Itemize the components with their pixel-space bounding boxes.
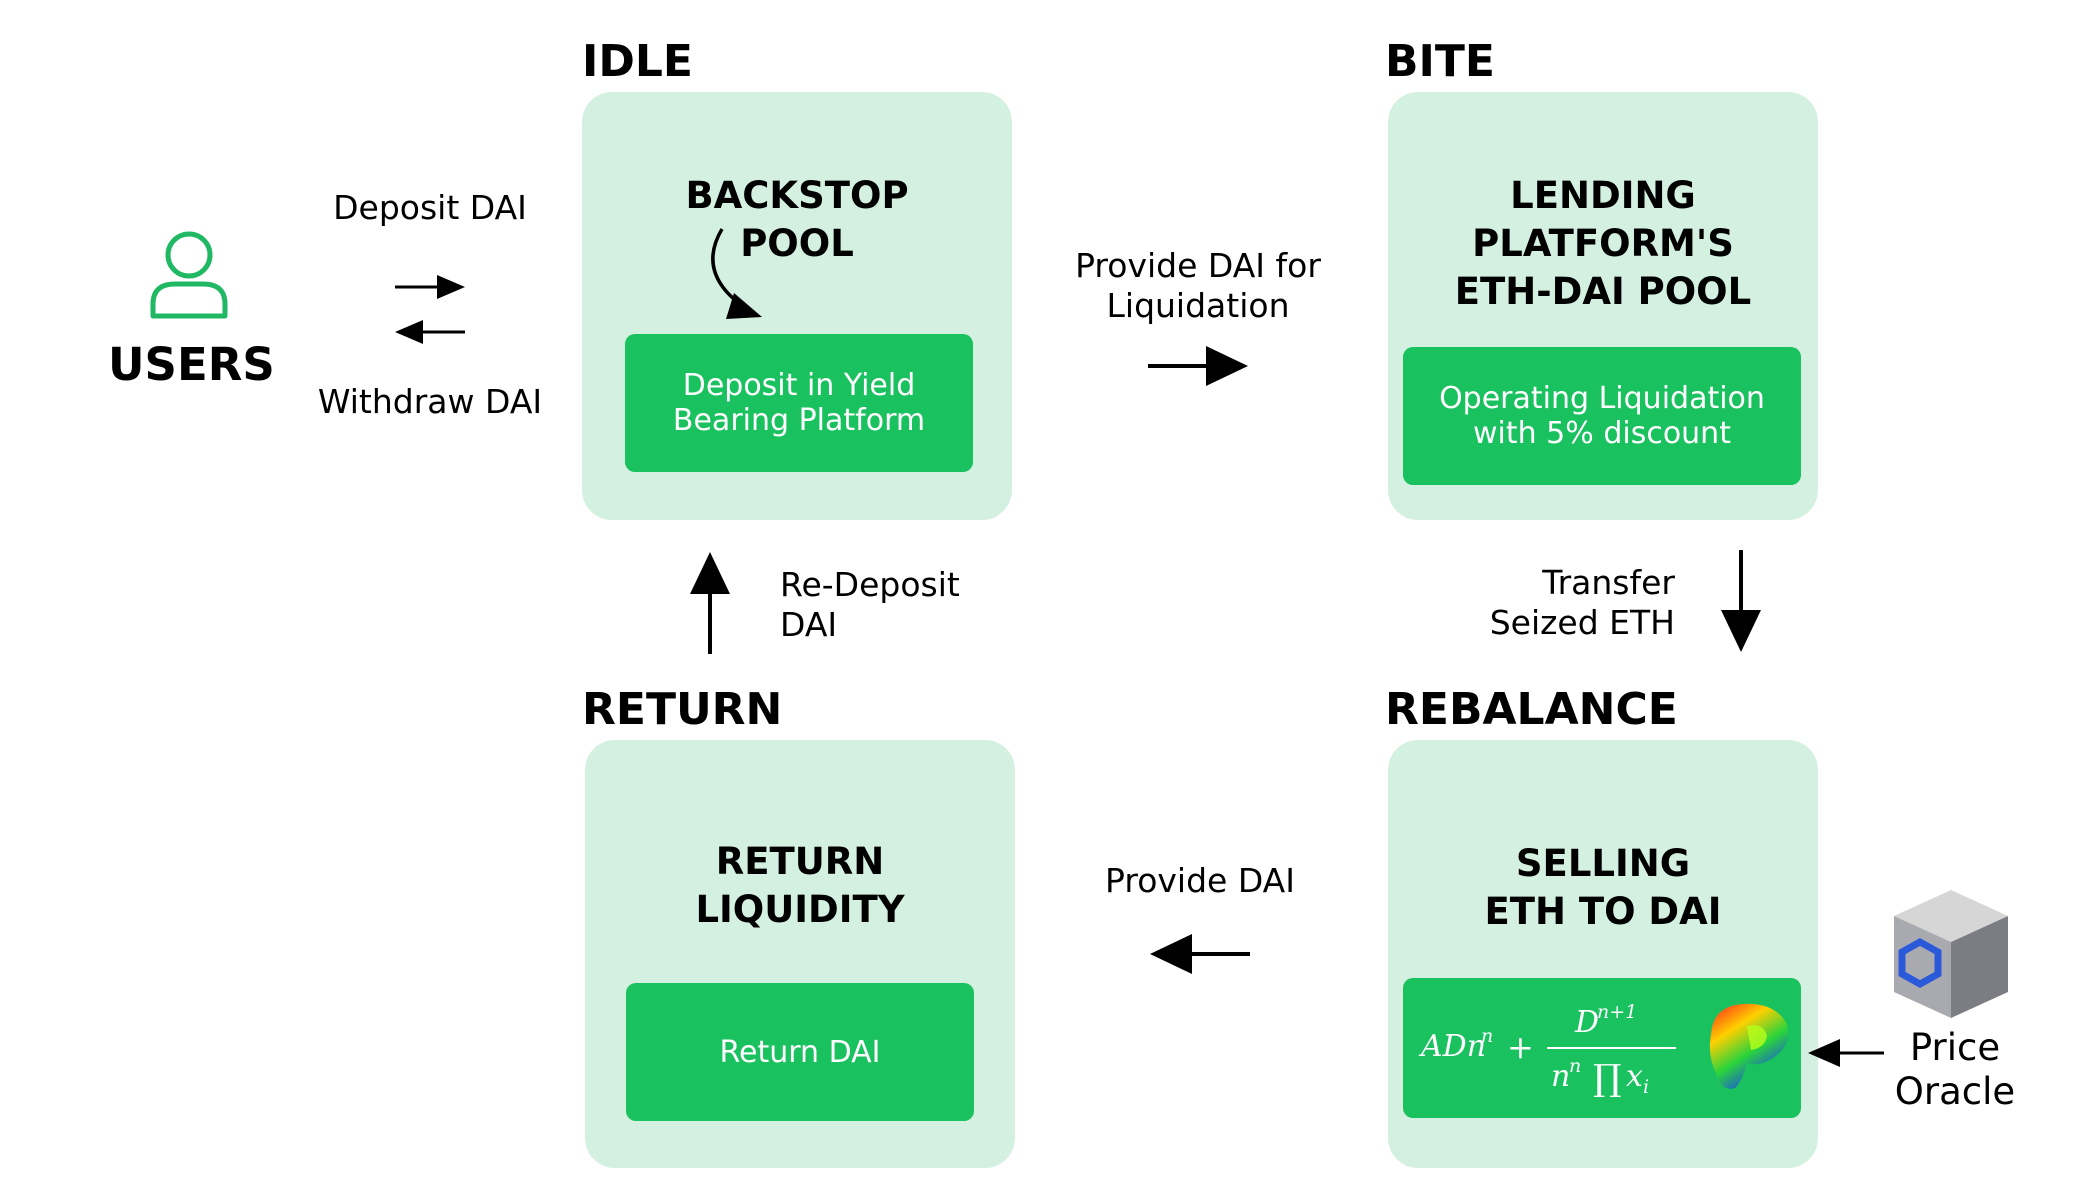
bite-panel: LENDING PLATFORM'S ETH-DAI POOL Operatin… — [1388, 92, 1818, 520]
curve-logo-icon — [1709, 1003, 1789, 1089]
svg-text:x: x — [1626, 1059, 1643, 1094]
stableswap-formula: ADn n + D n+1 n n ∏ x i — [1418, 1001, 1676, 1099]
svg-text:D: D — [1574, 1005, 1599, 1040]
redeposit-dai-label: Re-Deposit DAI — [780, 565, 960, 644]
stage-title-rebalance: REBALANCE — [1385, 684, 1678, 735]
arrow-right-icon — [1148, 346, 1248, 386]
stage-title-bite: BITE — [1385, 36, 1495, 87]
rebalance-panel: SELLING ETH TO DAI ADn n + D n+1 n n ∏ x… — [1388, 740, 1818, 1168]
return-dai-box: Return DAI — [626, 983, 974, 1121]
chainlink-cube-icon — [1894, 890, 2008, 1018]
stage-title-return: RETURN — [582, 684, 783, 735]
provide-dai-liquidation-label: Provide DAI for Liquidation — [1075, 246, 1321, 325]
svg-text:n+1: n+1 — [1597, 1001, 1637, 1023]
provide-dai-label: Provide DAI — [1105, 861, 1295, 900]
users-label: USERS — [108, 338, 275, 391]
svg-text:ADn: ADn — [1418, 1029, 1486, 1064]
curved-arrow-icon — [711, 228, 762, 319]
svg-text:n: n — [1551, 1059, 1570, 1094]
arrow-left-icon — [1150, 934, 1250, 974]
svg-text:i: i — [1643, 1076, 1649, 1098]
svg-text:n: n — [1569, 1055, 1581, 1077]
deposit-dai-label: Deposit DAI — [333, 188, 527, 227]
user-icon — [150, 231, 228, 319]
return-liquidity-title: RETURN LIQUIDITY — [695, 840, 905, 931]
arrow-up-icon — [690, 552, 730, 654]
yield-deposit-box: Deposit in Yield Bearing Platform — [625, 334, 973, 472]
idle-panel: BACKSTOP POOL Deposit in Yield Bearing P… — [582, 92, 1012, 520]
withdraw-dai-label: Withdraw DAI — [317, 382, 543, 421]
selling-eth-title: SELLING ETH TO DAI — [1484, 842, 1722, 933]
formula-box: ADn n + D n+1 n n ∏ x i — [1403, 978, 1801, 1118]
price-oracle-label: Price Oracle — [1894, 1026, 2016, 1113]
liquidation-box: Operating Liquidation with 5% discount — [1403, 347, 1801, 485]
svg-text:+: + — [1507, 1028, 1534, 1066]
svg-text:∏: ∏ — [1593, 1058, 1622, 1099]
arrow-left-icon — [1808, 1039, 1884, 1067]
transfer-seized-eth-label: Transfer Seized ETH — [1489, 563, 1675, 642]
stage-title-idle: IDLE — [582, 36, 693, 87]
lending-pool-title: LENDING PLATFORM'S ETH-DAI POOL — [1454, 174, 1752, 313]
arrow-left-icon — [395, 320, 465, 344]
svg-text:n: n — [1481, 1025, 1493, 1047]
arrow-right-icon — [395, 275, 465, 299]
return-panel: RETURN LIQUIDITY Return DAI — [585, 740, 1015, 1168]
backstop-pool-title: BACKSTOP POOL — [685, 174, 909, 265]
arrow-down-icon — [1721, 550, 1761, 652]
